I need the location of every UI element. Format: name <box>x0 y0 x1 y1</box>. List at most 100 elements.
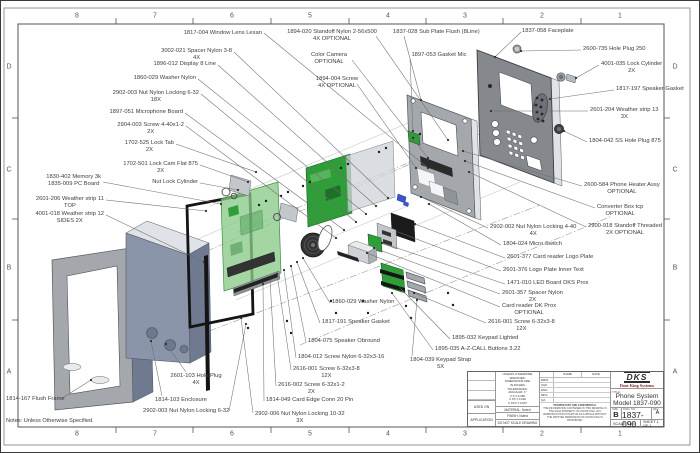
part-label-card-reader-logo-plate: 2601-377 Card reader Logo Plate <box>507 254 594 260</box>
zone-col-bottom-4: 4 <box>386 430 390 438</box>
part-label-az-call-buttons: 1895-035 A-Z-CALL Buttons 3.22 <box>435 346 521 352</box>
zone-col-bottom-3: 3 <box>463 430 467 438</box>
title-block-tolerance-column: UNLESS OTHERWISE SPECIFIED: DIMENSIONS A… <box>496 372 540 426</box>
zone-col-top-5: 5 <box>308 12 312 20</box>
card-reader-cluster <box>337 212 428 303</box>
zone-col-bottom-2: 2 <box>540 430 544 438</box>
part-label-card-edge-conn: 1814-049 Card Edge Conn 20 Pin <box>266 397 354 403</box>
sheet-border <box>3 7 691 446</box>
part-label-washer-nylon-bottom: 1860-029 Washer Nylon <box>332 299 395 305</box>
part-label-window-lens: 1817-004 Window Lens Lexan <box>183 30 262 36</box>
date-header: DATE <box>592 372 600 376</box>
approval-row-eng: ENG <box>540 388 610 393</box>
zone-col-bottom-7: 7 <box>153 430 157 438</box>
scale-label: SCALE: 1:50 <box>611 420 641 428</box>
part-label-flush-frame: 1814-167 Flush Frame <box>6 396 65 402</box>
zone-row-right-C: C <box>672 166 678 174</box>
company-logo: DKS Door King Systems <box>611 371 663 389</box>
speaker-part <box>300 225 333 258</box>
part-label-led-board-dks-prox: 1471-010 LED Board DKS Prox <box>507 280 589 286</box>
size-value: B <box>613 410 619 419</box>
title-label: TITLE: <box>612 390 621 394</box>
part-label-speaker-obround: 1804-075 Speaker Obround <box>308 338 380 344</box>
material-label: MATERIAL: Noted <box>496 405 539 413</box>
title-block-identity-column: DKS Door King Systems TITLE: Phone Syste… <box>611 371 663 428</box>
drawing-title: TITLE: Phone System Model 1837-090 <box>611 389 663 408</box>
part-label-logo-plate-inner-text: 2601-376 Logo Plate Inner Text <box>503 267 584 273</box>
sheet-label: SHEET 1 OF 1 <box>643 420 659 428</box>
approval-row-drw: DRW <box>540 378 610 383</box>
zone-row-left-C: C <box>6 166 12 174</box>
zone-row-right-D: D <box>672 63 678 71</box>
zone-col-top-2: 2 <box>540 12 544 20</box>
part-label-micro-switch: 1804-024 Micro Switch <box>503 241 562 247</box>
part-label-gasket-mic: 1897-053 Gasket Mic <box>411 52 467 58</box>
part-label-display-8-line: 1896-012 Display 8 Line <box>153 61 216 67</box>
keypad-holes <box>506 129 525 161</box>
zone-col-bottom-8: 8 <box>75 430 79 438</box>
faceplate-part <box>476 49 563 187</box>
zone-col-bottom-6: 6 <box>230 430 234 438</box>
part-label-ss-hole-plug: 1804-042 SS Hole Plug 875 <box>589 138 661 144</box>
small-hardware-parts <box>512 44 577 134</box>
used-on-label: USED ON <box>468 399 495 413</box>
zone-col-top-3: 3 <box>463 12 467 20</box>
part-label-speaker-gasket-191: 1817-191 Speaker Gasket <box>322 319 390 325</box>
title-block-used-on-column: USED ON APPLICATION <box>468 372 496 426</box>
part-label-enclosure: 1814-103 Enclosure <box>155 397 207 403</box>
backer-panel-part <box>345 140 396 213</box>
sub-plate-part <box>396 94 482 221</box>
dwg-no-cell: DWG. NO. 1837-090 <box>622 408 652 428</box>
rear-pcb-part <box>305 153 353 228</box>
size-cell: SIZE B <box>611 408 622 419</box>
zone-col-bottom-5: 5 <box>308 430 312 438</box>
zone-row-right-A: A <box>672 368 678 376</box>
dks-logo-icon: DKS <box>623 371 651 384</box>
zone-row-right-B: B <box>672 264 678 272</box>
approval-row-chk: CHK <box>540 383 610 388</box>
zone-col-top-8: 8 <box>75 12 79 20</box>
part-label-hole-plug-250: 2600-735 Hole Plug 250 <box>583 46 646 52</box>
zone-col-top-7: 7 <box>153 12 157 20</box>
enclosure-part <box>125 220 212 364</box>
part-label-faceplate: 1837-058 Faceplate <box>522 28 574 34</box>
approval-row-qa: QA <box>540 398 610 403</box>
lock-cam-bracket-part <box>221 174 299 223</box>
zone-col-top-4: 4 <box>386 12 390 20</box>
zone-row-left-B: B <box>6 264 12 272</box>
part-label-screw-nylon-1804-012: 1804-012 Screw Nylon 6-32x3-16 <box>298 354 385 360</box>
part-label-microphone-board: 1897-051 Microphone Board <box>109 109 183 115</box>
pc-board-part <box>220 181 282 297</box>
zone-col-bottom-1: 1 <box>618 430 622 438</box>
dwg-no-value: 1837-090 <box>622 410 644 429</box>
title-line-2: Model 1837-090 <box>613 400 661 407</box>
approval-row-mfg: MFG <box>540 393 610 398</box>
part-label-nut-nylon-632-bottom: 2902-003 Nut Nylon Locking 6-32 <box>143 408 230 414</box>
part-label-keypad-lighted: 1895-032 Keypad Lighted <box>452 335 519 341</box>
name-header: NAME <box>554 372 582 377</box>
